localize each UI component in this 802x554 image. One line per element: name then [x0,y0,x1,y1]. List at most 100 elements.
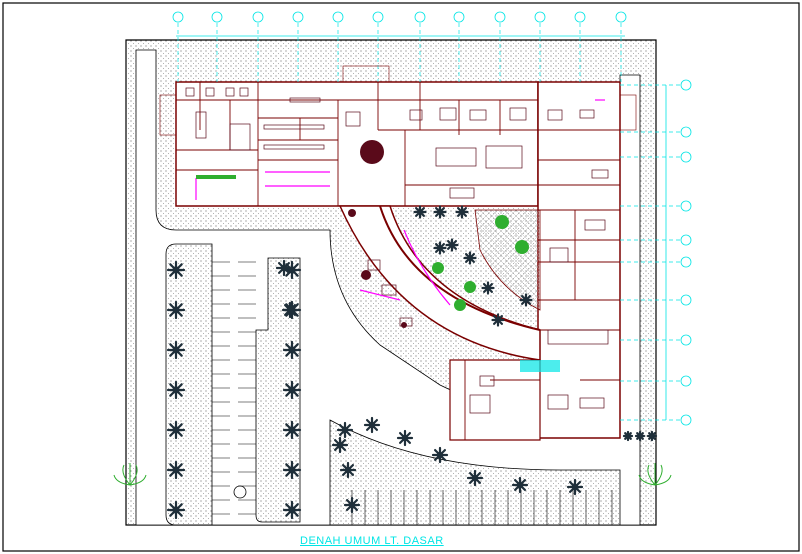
accent-marks [195,99,605,306]
furniture-block [449,187,475,199]
grid-bubble [680,334,692,346]
tree-crown [437,209,443,215]
tree [466,469,484,487]
tree [275,259,293,277]
grid-bubble [680,414,692,426]
tree-crown [449,242,455,248]
tree [331,436,349,454]
furniture-block [289,97,321,103]
grid-bubble [211,11,223,23]
grid-bubble [680,294,692,306]
green-elements [196,175,560,372]
tree [166,340,186,360]
tree-crown [336,441,344,449]
parking-symbol [233,485,247,499]
tree [336,421,354,439]
grid-bubble [680,234,692,246]
furniture-block [579,397,605,409]
tree [463,251,477,265]
tree [566,478,584,496]
tree-crown [341,426,349,434]
grid-bubble [252,11,264,23]
grid-bubble [680,126,692,138]
corner-palms [113,463,672,486]
furniture-block [195,111,207,139]
grid-bubble [680,151,692,163]
room-partitions [176,82,620,440]
furniture-block [469,394,491,414]
furniture-block [469,109,487,121]
tree-crown [172,466,180,474]
tree [646,430,658,442]
structural-grid [172,11,692,426]
landscape-trees [166,205,658,520]
furniture-block [185,87,195,97]
furniture-block [345,111,361,127]
furniture-block [263,144,325,150]
grid-bubble [615,11,627,23]
tree [166,300,186,320]
tree-crown [368,421,376,429]
grid-bubble [680,375,692,387]
tree-crown [516,481,524,489]
grid-bubble [414,11,426,23]
furniture-block [229,123,251,151]
furniture-block [485,145,523,169]
tree [511,476,529,494]
parking-island-mid [255,257,301,523]
tree [431,446,449,464]
tree-crown [348,501,356,509]
tree-crown [172,306,180,314]
tree [166,420,186,440]
parking-island-left [165,243,213,526]
furniture-block [263,124,325,130]
grid-bubble [453,11,465,23]
tree [433,205,447,219]
furniture-block [381,284,397,296]
tree [339,461,357,479]
tree-crown [437,245,443,251]
stairs [159,65,637,136]
tree [166,500,186,520]
furniture-block [579,109,595,119]
tree [343,496,361,514]
tree [282,500,302,520]
tree [433,241,447,255]
furniture-block [549,247,569,263]
tree-crown [172,426,180,434]
tree [281,301,299,319]
dark-symbol [360,140,384,164]
furniture-block [509,107,527,121]
tree [622,430,634,442]
tree [363,416,381,434]
tree-crown [280,264,288,272]
dark-symbol [348,209,356,217]
tree [455,205,469,219]
tree [634,430,646,442]
furniture-block [591,169,609,179]
grid-bubble [372,11,384,23]
grid-bubble [680,256,692,268]
tree-crown [288,506,296,514]
tree-crown [288,346,296,354]
furniture-block [547,109,563,121]
tree [166,260,186,280]
tree-crown [650,434,654,438]
grid-bubble [494,11,506,23]
furniture-block [409,109,423,121]
tree-crown [172,506,180,514]
tree [282,420,302,440]
furniture-block [239,87,249,97]
tree [491,313,505,327]
tree-crown [288,466,296,474]
tree [166,380,186,400]
grid-bubble [292,11,304,23]
furniture-block [584,219,606,231]
tree-crown [459,209,465,215]
tree-crown [172,386,180,394]
tree [282,380,302,400]
grid-bubble [680,200,692,212]
grid-bubble [574,11,586,23]
